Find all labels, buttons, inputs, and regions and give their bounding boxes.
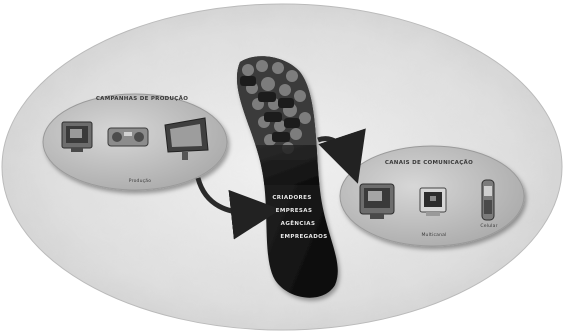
band-line-1: CRIADORES bbox=[262, 195, 322, 201]
band-line-2: EMPRESAS bbox=[264, 208, 324, 214]
tv-icon-right bbox=[360, 184, 394, 219]
left-group-footer: Produção bbox=[110, 179, 170, 184]
right-group-title: CANAIS DE COMUNICAÇÃO bbox=[374, 160, 484, 166]
left-group-title: CAMPANHAS DE PRODUÇÃO bbox=[92, 96, 192, 102]
mobile-phone-icon bbox=[482, 180, 494, 220]
right-group-footer: Multicanal bbox=[404, 233, 464, 238]
band-line-3: AGÊNCIAS bbox=[268, 221, 328, 227]
computer-icon bbox=[420, 188, 446, 216]
band-line-4: EMPREGADOS bbox=[272, 234, 336, 240]
radio-icon bbox=[108, 128, 148, 146]
tv-icon-left bbox=[62, 122, 92, 152]
mobile-phone-label: Celular bbox=[474, 224, 504, 229]
